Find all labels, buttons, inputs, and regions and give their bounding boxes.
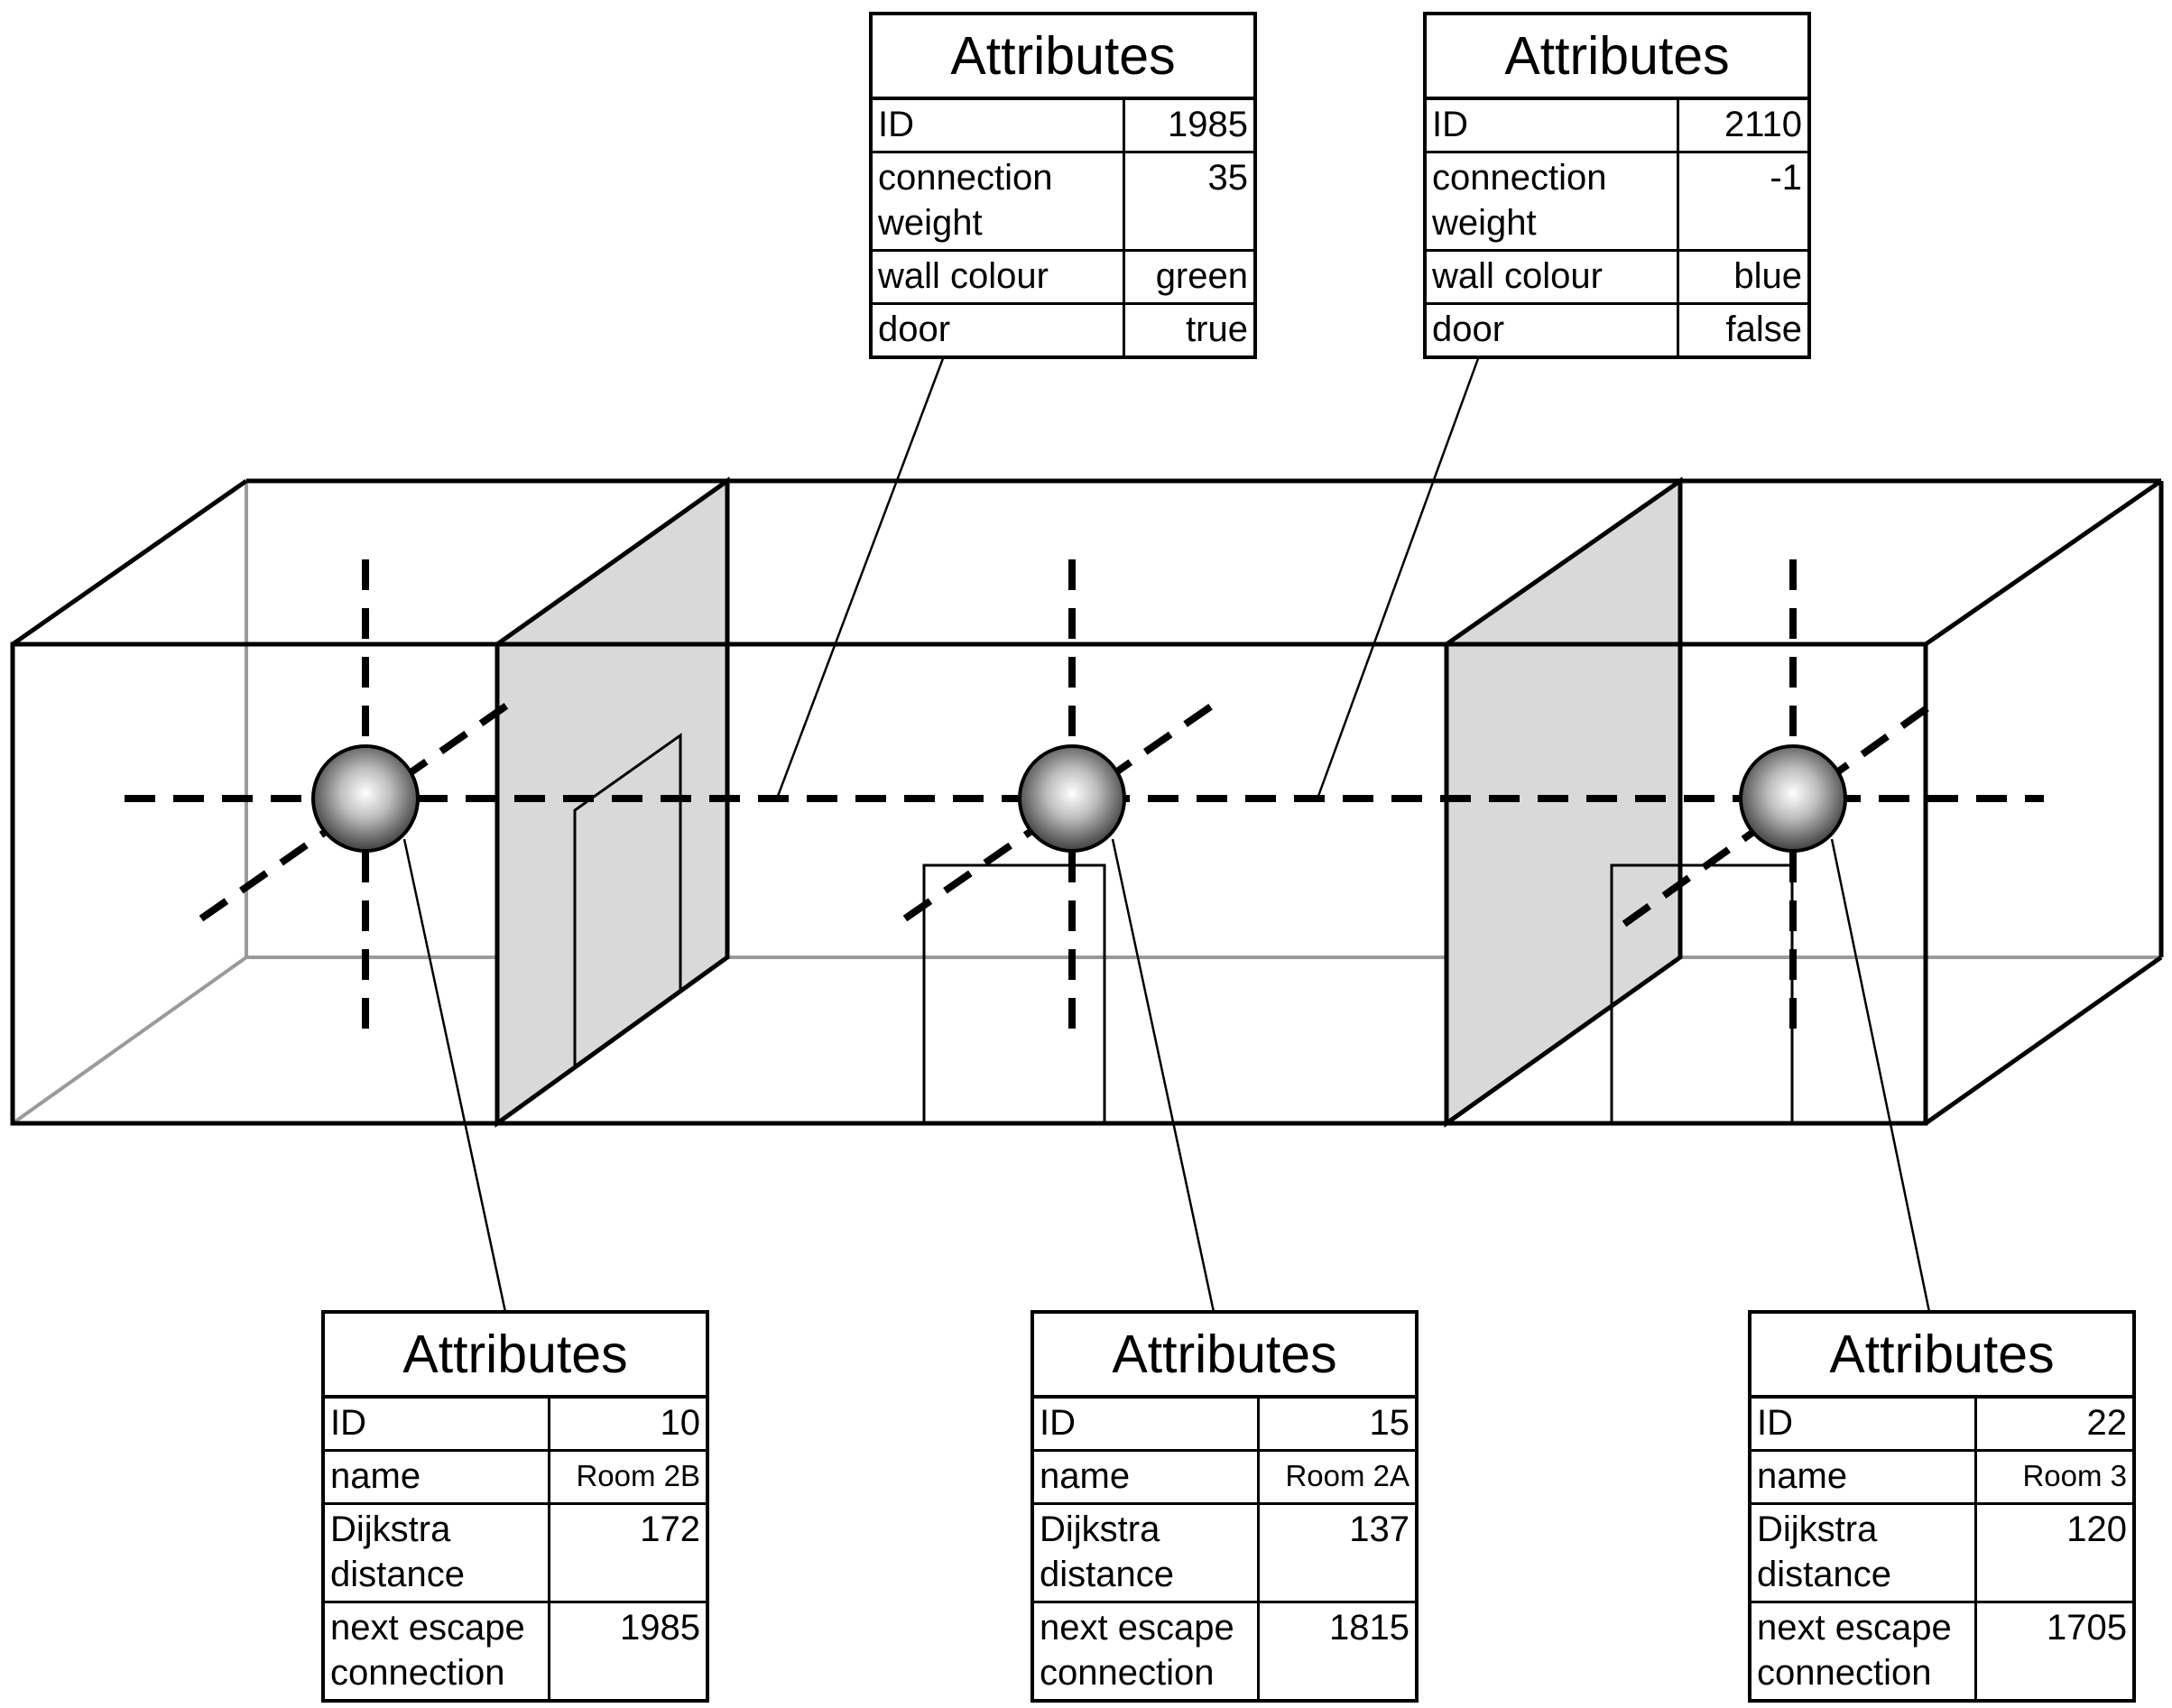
attribute-value: Room 3 bbox=[1975, 1449, 2132, 1504]
attribute-value: -1 bbox=[1678, 151, 1807, 251]
attribute-key: connection weight bbox=[1427, 151, 1680, 251]
attributes-title: Attributes bbox=[1034, 1314, 1415, 1399]
attribute-key: ID bbox=[1751, 1399, 1978, 1451]
depth-axis-room-2a bbox=[902, 697, 1223, 922]
depth-axis-room-2b bbox=[199, 697, 517, 922]
node-room-2b bbox=[311, 744, 420, 853]
leader-lines bbox=[402, 353, 1931, 1313]
attribute-row: ID 10 bbox=[325, 1399, 706, 1451]
connection-attributes-2110: Attributes ID 2110 connection weight-1 wa… bbox=[1423, 12, 1811, 359]
attribute-value: 1985 bbox=[549, 1601, 706, 1699]
attribute-value: 120 bbox=[1975, 1502, 2132, 1602]
attribute-value: 2110 bbox=[1724, 105, 1802, 144]
attribute-value: green bbox=[1123, 249, 1253, 304]
attribute-value: 1815 bbox=[1258, 1601, 1415, 1699]
attribute-row: ID 1985 bbox=[873, 100, 1253, 152]
node-room-2a bbox=[1018, 744, 1126, 853]
attribute-key: ID bbox=[1034, 1399, 1261, 1451]
attribute-key: name bbox=[1751, 1449, 1978, 1504]
attribute-value: blue bbox=[1678, 249, 1807, 304]
attribute-key: Dijkstra distance bbox=[1751, 1502, 1978, 1602]
attribute-value: 22 bbox=[2086, 1403, 2128, 1443]
attribute-value: 35 bbox=[1123, 151, 1253, 251]
attribute-key: wall colour bbox=[873, 249, 1126, 304]
room-nodes bbox=[311, 744, 1847, 853]
depth-axis-room-3 bbox=[1622, 697, 1941, 928]
attribute-key: next escape connection bbox=[325, 1601, 551, 1699]
attribute-row: ID 2110 bbox=[1427, 100, 1807, 152]
attributes-title: Attributes bbox=[1751, 1314, 2132, 1399]
attributes-title: Attributes bbox=[873, 15, 1253, 100]
attribute-key: door bbox=[873, 302, 1126, 355]
attribute-key: next escape connection bbox=[1751, 1601, 1978, 1699]
attribute-value: 137 bbox=[1258, 1502, 1415, 1602]
attribute-key: name bbox=[325, 1449, 551, 1504]
attribute-row: connection weight-1 bbox=[1427, 151, 1807, 251]
attribute-value: 1985 bbox=[1168, 105, 1248, 144]
attribute-key: name bbox=[1034, 1449, 1261, 1504]
door-in-green-wall bbox=[573, 733, 682, 1067]
attribute-key: ID bbox=[1427, 100, 1680, 152]
attribute-value: 10 bbox=[660, 1403, 701, 1443]
attribute-value: Room 2B bbox=[549, 1449, 706, 1504]
attribute-value: 172 bbox=[549, 1502, 706, 1602]
attributes-title: Attributes bbox=[325, 1314, 706, 1399]
attribute-row: ID 15 bbox=[1034, 1399, 1415, 1451]
attribute-value: false bbox=[1678, 302, 1807, 355]
attribute-key: Dijkstra distance bbox=[325, 1502, 551, 1602]
attribute-key: next escape connection bbox=[1034, 1601, 1261, 1699]
attributes-title: Attributes bbox=[1427, 15, 1807, 100]
attribute-key: ID bbox=[325, 1399, 551, 1451]
attribute-row: ID 22 bbox=[1751, 1399, 2132, 1451]
node-room-3 bbox=[1739, 744, 1847, 853]
attribute-value: Room 2A bbox=[1258, 1449, 1415, 1504]
attribute-key: connection weight bbox=[873, 151, 1126, 251]
attribute-value: 15 bbox=[1369, 1403, 1410, 1443]
attribute-value: 1705 bbox=[1975, 1601, 2132, 1699]
attribute-key: Dijkstra distance bbox=[1034, 1502, 1261, 1602]
attribute-key: wall colour bbox=[1427, 249, 1680, 304]
door-room-2a bbox=[922, 863, 1106, 1125]
building-outline bbox=[10, 478, 2164, 1126]
attribute-key: ID bbox=[873, 100, 1126, 152]
attribute-key: door bbox=[1427, 302, 1680, 355]
attribute-value: true bbox=[1123, 302, 1253, 355]
